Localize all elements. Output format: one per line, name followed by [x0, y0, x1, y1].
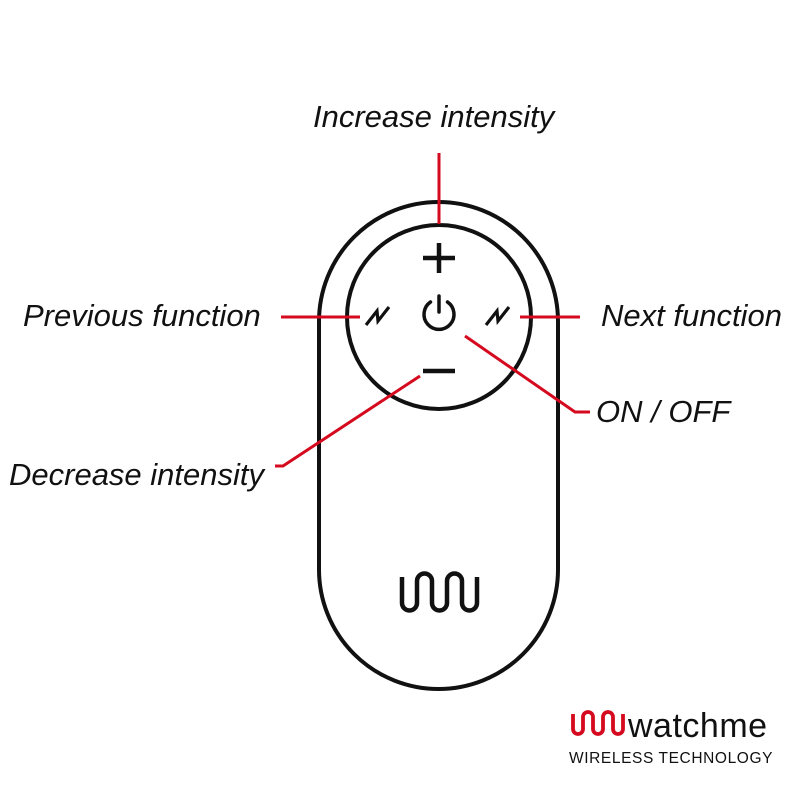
label-increase-intensity: Increase intensity [313, 99, 555, 134]
leader-decrease [275, 374, 421, 468]
brand-logo-icon [571, 710, 625, 736]
lightning-next-icon[interactable] [484, 306, 511, 326]
label-decrease-intensity: Decrease intensity [9, 457, 265, 492]
watchme-logo-icon [399, 571, 480, 613]
lightning-previous-icon[interactable] [364, 306, 391, 326]
label-previous-function: Previous function [23, 298, 261, 333]
brand-name: watchme [628, 707, 768, 745]
plus-icon[interactable] [423, 243, 455, 273]
power-icon[interactable] [422, 294, 456, 332]
label-on-off: ON / OFF [596, 394, 731, 429]
leader-onoff [464, 334, 590, 414]
label-next-function: Next function [601, 298, 782, 333]
brand-tagline: WIRELESS TECHNOLOGY [569, 750, 774, 767]
